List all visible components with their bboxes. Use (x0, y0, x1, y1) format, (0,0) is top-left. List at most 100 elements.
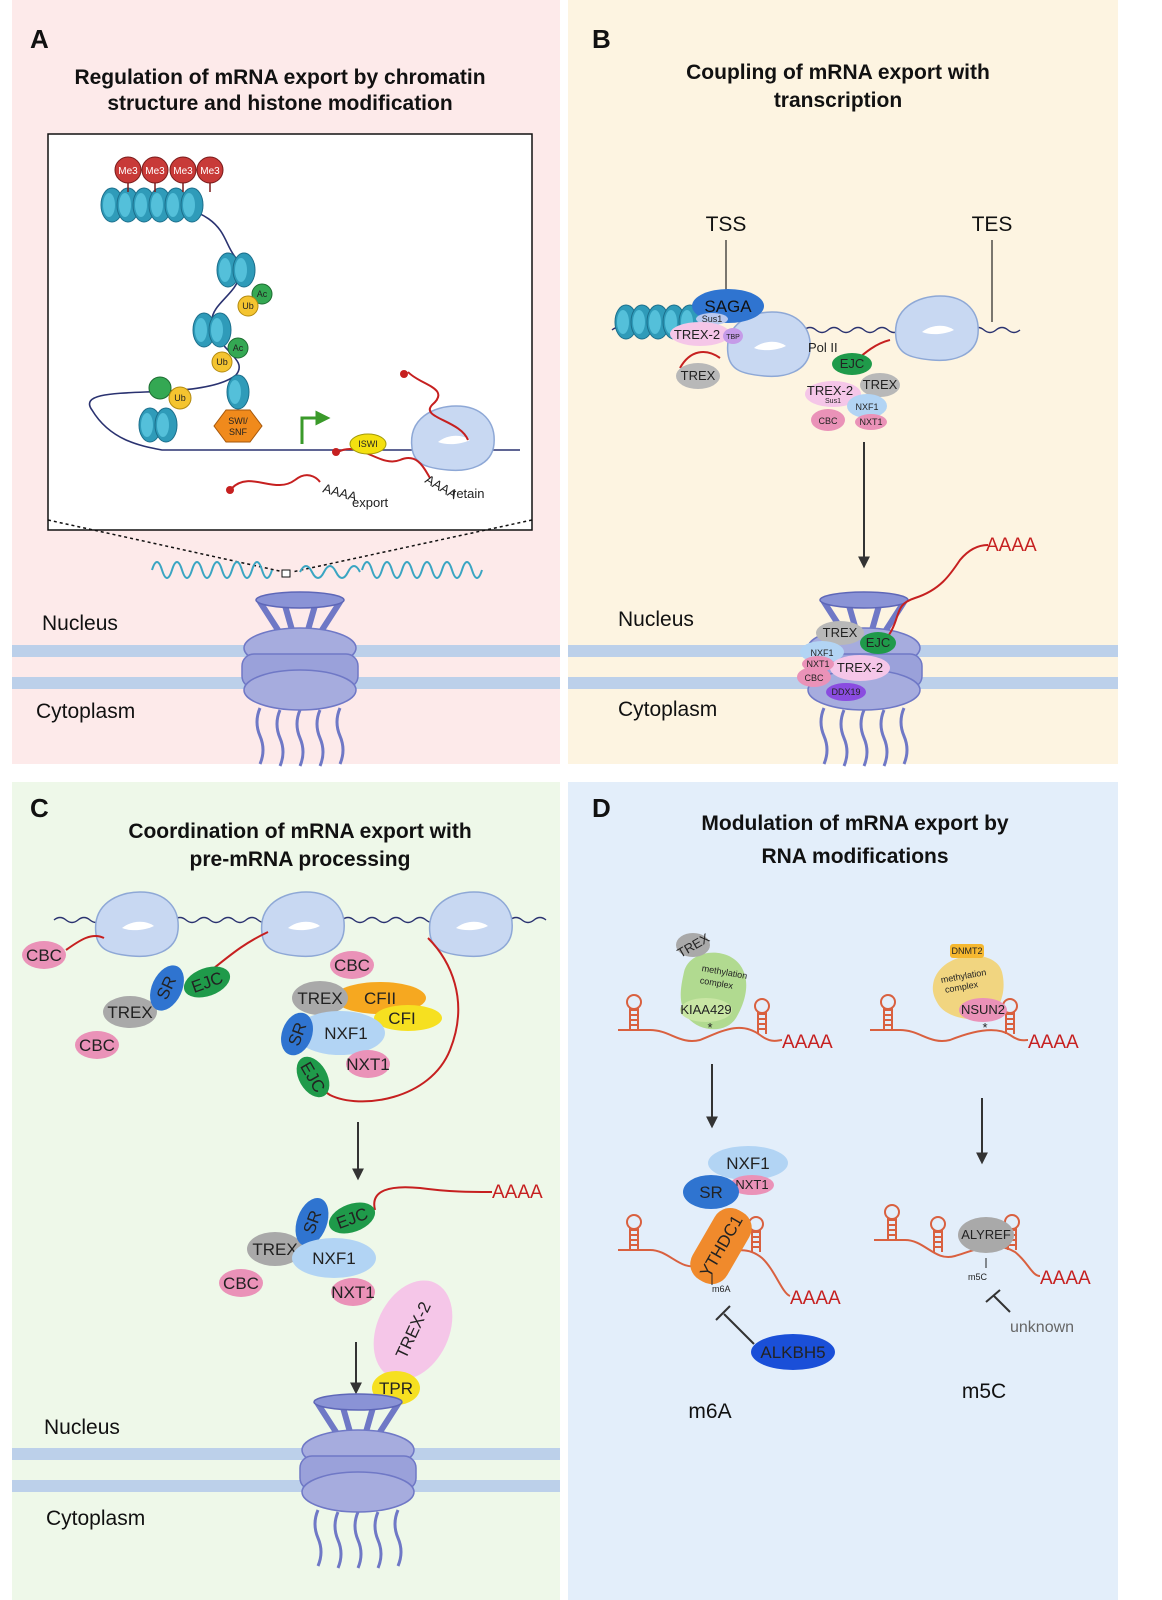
panel-b: B Coupling of mRNA export with transcrip… (568, 24, 1118, 766)
svg-text:SAGA: SAGA (704, 297, 752, 316)
svg-text:Ub: Ub (242, 301, 254, 311)
svg-text:NXT1: NXT1 (331, 1283, 374, 1302)
polya-d3: AAAA (1028, 1032, 1079, 1053)
panel-a-title-line2: structure and histone modification (107, 92, 452, 115)
svg-text:NXF1: NXF1 (324, 1024, 367, 1043)
cotranscriptional-complex: EJC TREX TREX-2 Sus1 NXF1 NXT1 CBC (805, 353, 900, 431)
svg-text:Me3: Me3 (145, 166, 165, 177)
svg-text:TREX: TREX (681, 368, 716, 383)
svg-text:NXF1: NXF1 (855, 402, 878, 412)
pol-ii-label: Pol II (808, 340, 838, 355)
transcription-start-arrow (300, 410, 331, 444)
trex-complex-b-left: TREX (676, 363, 720, 389)
svg-text:Ub: Ub (174, 393, 186, 403)
svg-text:NXT1: NXT1 (859, 417, 882, 427)
svg-text:CBC: CBC (804, 673, 824, 683)
svg-text:*: * (982, 1020, 987, 1035)
acetylated-nucleosomes: Ac Ub Ac Ub Ub (138, 252, 273, 443)
nuclear-envelope-c (12, 1448, 560, 1460)
chromatin-fiber (151, 561, 483, 579)
svg-text:SNF: SNF (229, 427, 248, 437)
panel-d-title-line2: RNA modifications (761, 845, 948, 868)
svg-text:TREX-2: TREX-2 (674, 327, 720, 342)
svg-text:SR: SR (699, 1183, 723, 1202)
svg-text:Sus1: Sus1 (702, 314, 723, 324)
export-label: export (352, 495, 389, 510)
polya-d2: AAAA (790, 1288, 841, 1309)
cytoplasm-label-c: Cytoplasm (46, 1507, 145, 1530)
export-complex-b: TREX EJC NXF1 TREX-2 NXT1 CBC DDX19 (797, 621, 896, 701)
svg-text:EJC: EJC (866, 635, 891, 650)
svg-text:TREX-2: TREX-2 (807, 383, 853, 398)
svg-text:SWI/: SWI/ (228, 416, 248, 426)
svg-text:NSUN2: NSUN2 (961, 1002, 1005, 1017)
svg-text:TPR: TPR (379, 1379, 413, 1398)
panel-c: C Coordination of mRNA export with pre-m… (12, 793, 560, 1568)
iswi-remodeler: ISWI (349, 433, 387, 455)
pol-ii-c3 (428, 891, 513, 958)
svg-text:EJC: EJC (840, 356, 865, 371)
svg-text:*: * (707, 1020, 712, 1035)
panel-c-title-line2: pre-mRNA processing (190, 848, 411, 871)
retain-label: retain (452, 486, 485, 501)
svg-text:NXF1: NXF1 (810, 648, 833, 658)
svg-text:ALKBH5: ALKBH5 (760, 1343, 825, 1362)
panel-a-label: A (30, 24, 49, 54)
svg-text:Sus1: Sus1 (825, 398, 841, 405)
svg-text:TREX: TREX (252, 1240, 297, 1259)
pol-ii-terminating (894, 295, 979, 362)
svg-text:TBP: TBP (726, 334, 740, 341)
processing-complex-c: CBC CFII CFI TREX NXF1 SR NXT1 EJC (281, 951, 442, 1098)
svg-text:Ac: Ac (257, 289, 268, 299)
svg-text:TREX: TREX (107, 1003, 152, 1022)
polya-d1: AAAA (782, 1032, 833, 1053)
svg-text:TREX: TREX (823, 625, 858, 640)
panel-d-background (568, 782, 1118, 1600)
svg-text:CBC: CBC (223, 1274, 259, 1293)
m6a-reader-complex: NXF1 NXT1 SR YTHDC1 (683, 1146, 788, 1285)
svg-text:TREX-2: TREX-2 (837, 660, 883, 675)
svg-text:CFII: CFII (364, 989, 396, 1008)
nucleus-label-c: Nucleus (44, 1416, 120, 1439)
svg-text:TREX: TREX (863, 377, 898, 392)
cytoplasm-label-a: Cytoplasm (36, 700, 135, 723)
svg-text:CBC: CBC (334, 956, 370, 975)
svg-text:Ac: Ac (233, 343, 244, 353)
panel-a-title-line1: Regulation of mRNA export by chromatin (74, 66, 485, 89)
polya-d4: AAAA (1040, 1268, 1091, 1289)
m5c-label: m5C (962, 1380, 1006, 1403)
svg-text:CBC: CBC (818, 416, 838, 426)
alkbh5-eraser: ALKBH5 (751, 1334, 835, 1370)
swi-snf-remodeler: SWI/ SNF (213, 374, 263, 443)
m6a-site-label: m6A (712, 1284, 731, 1294)
export-complex-c: TREX SR EJC NXF1 CBC NXT1 (219, 1197, 376, 1306)
mrna-d1 (618, 1026, 783, 1043)
svg-text:TREX: TREX (297, 989, 342, 1008)
m6a-writer-complex: TREX methylation complex KIAA429 * (674, 930, 748, 1035)
alyref-reader: ALYREF (958, 1217, 1014, 1253)
cytoplasm-label-b: Cytoplasm (618, 698, 717, 721)
svg-text:NXT1: NXT1 (735, 1177, 768, 1192)
nucleus-label-b: Nucleus (618, 608, 694, 631)
svg-text:DDX19: DDX19 (831, 687, 860, 697)
me3-marks: Me3 Me3 Me3 Me3 (114, 156, 224, 192)
svg-text:NXT1: NXT1 (346, 1055, 389, 1074)
svg-text:CFI: CFI (388, 1009, 415, 1028)
svg-text:ISWI: ISWI (358, 439, 378, 449)
svg-text:NXF1: NXF1 (726, 1154, 769, 1173)
cbc-c1: CBC (22, 941, 66, 969)
panel-b-title-line1: Coupling of mRNA export with (686, 61, 990, 84)
svg-text:ALYREF: ALYREF (961, 1227, 1011, 1242)
svg-text:Me3: Me3 (173, 166, 193, 177)
dna-strand (88, 201, 520, 451)
svg-text:NXT1: NXT1 (806, 659, 829, 669)
splicing-complex-c: TREX SR EJC CBC (75, 965, 231, 1059)
svg-text:CBC: CBC (79, 1036, 115, 1055)
m5c-writer-complex: DNMT2 methylation complex NSUN2 * (932, 944, 1007, 1035)
trex-2-tpr-complex: TREX-2 TPR (372, 1280, 453, 1405)
svg-text:Me3: Me3 (118, 166, 138, 177)
panel-d-label: D (592, 793, 611, 823)
tes-label: TES (972, 213, 1013, 236)
pol-ii-c1 (94, 891, 179, 958)
